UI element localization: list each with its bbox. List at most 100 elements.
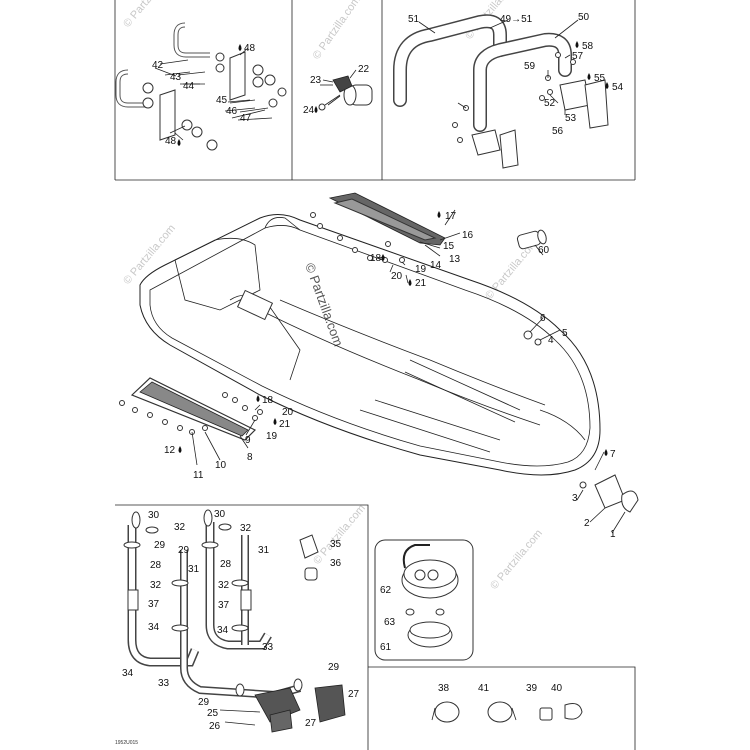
callout-62: 62 bbox=[380, 585, 392, 596]
callout-46: 46 bbox=[226, 106, 238, 117]
callout-45: 45 bbox=[216, 95, 228, 106]
drop-icon bbox=[605, 82, 609, 89]
callout-47: 47 bbox=[240, 113, 252, 124]
callout-13: 13 bbox=[449, 254, 461, 265]
drop-icon bbox=[587, 73, 591, 80]
callout-12: 12 bbox=[164, 445, 176, 456]
callout-1: 1 bbox=[610, 529, 616, 540]
drop-icon bbox=[408, 279, 412, 286]
drop-icon bbox=[177, 139, 181, 146]
callout-17: 17 bbox=[445, 211, 457, 222]
drop-icon bbox=[238, 44, 242, 51]
callout-3: 3 bbox=[572, 493, 578, 504]
callout-52: 52 bbox=[544, 98, 556, 109]
rear-grab-handle-assembly bbox=[393, 14, 609, 169]
callout-29b: 29 bbox=[178, 545, 190, 556]
watermark-text: © Partzilla.com bbox=[488, 527, 545, 591]
callout-37b: 37 bbox=[218, 600, 230, 611]
callout-8: 8 bbox=[247, 452, 253, 463]
callout-48: 48 bbox=[244, 43, 256, 54]
callout-29: 29 bbox=[154, 540, 166, 551]
callout-49-51: 49→51 bbox=[500, 14, 533, 25]
callout-30b: 30 bbox=[214, 509, 226, 520]
callout-39: 39 bbox=[526, 683, 538, 694]
callout-38: 38 bbox=[438, 683, 450, 694]
fuel-cap-assembly bbox=[374, 539, 474, 661]
callout-29c: 29 bbox=[328, 662, 340, 673]
callout-63: 63 bbox=[384, 617, 396, 628]
drop-icon bbox=[178, 446, 182, 453]
callout-labels: 42 43 44 45 46 47 48 48 22 23 24 51 49→5… bbox=[122, 12, 624, 732]
callout-27: 27 bbox=[348, 689, 360, 700]
callout-11: 11 bbox=[193, 470, 204, 481]
callout-2: 2 bbox=[584, 518, 590, 529]
callout-53: 53 bbox=[565, 113, 577, 124]
callout-26: 26 bbox=[209, 721, 221, 732]
callout-27b: 27 bbox=[305, 718, 317, 729]
callout-18b: 18 bbox=[262, 395, 274, 406]
callout-34c: 34 bbox=[122, 668, 134, 679]
panel-borders bbox=[114, 0, 636, 750]
callout-18: 18 bbox=[370, 253, 382, 264]
watermark-text: © Partzilla.com bbox=[121, 0, 178, 30]
callout-31: 31 bbox=[258, 545, 270, 556]
callout-55: 55 bbox=[594, 73, 606, 84]
callout-20b: 20 bbox=[282, 407, 294, 418]
callout-4: 4 bbox=[548, 335, 554, 346]
callout-31b: 31 bbox=[188, 564, 200, 575]
bow-eye-assembly bbox=[516, 229, 639, 513]
drop-icon bbox=[314, 106, 318, 113]
callout-14: 14 bbox=[430, 260, 442, 271]
callout-34b: 34 bbox=[217, 625, 229, 636]
watermark-text: © Partzilla.com bbox=[311, 0, 363, 62]
callout-58: 58 bbox=[582, 41, 594, 52]
reference-code: 1952U015 bbox=[115, 740, 139, 746]
drop-icon bbox=[256, 395, 260, 402]
drop-icon bbox=[575, 41, 579, 48]
callout-35: 35 bbox=[330, 539, 342, 550]
callout-48b: 48 bbox=[165, 136, 177, 147]
sealant-drop-markers bbox=[177, 41, 609, 456]
callout-5: 5 bbox=[562, 328, 568, 339]
callout-28: 28 bbox=[150, 560, 162, 571]
hull-body bbox=[139, 214, 601, 476]
callout-33: 33 bbox=[262, 642, 274, 653]
callout-59: 59 bbox=[524, 61, 536, 72]
callout-16: 16 bbox=[462, 230, 474, 241]
drop-icon bbox=[273, 418, 277, 425]
callout-42: 42 bbox=[152, 60, 164, 71]
callout-32c: 32 bbox=[150, 580, 162, 591]
drop-icon bbox=[437, 211, 441, 218]
callout-54: 54 bbox=[612, 82, 624, 93]
bilge-hose-assembly bbox=[123, 509, 346, 733]
callout-21: 21 bbox=[415, 278, 427, 289]
callout-21b: 21 bbox=[279, 419, 291, 430]
watermark-center: © Partzilla.com bbox=[302, 261, 346, 348]
callout-60: 60 bbox=[538, 245, 550, 256]
callout-25: 25 bbox=[207, 708, 219, 719]
callout-7: 7 bbox=[610, 449, 616, 460]
boarding-handle-assembly bbox=[115, 22, 287, 151]
callout-19b: 19 bbox=[266, 431, 278, 442]
callout-32b: 32 bbox=[240, 523, 252, 534]
callout-44: 44 bbox=[183, 81, 195, 92]
watermark-text: © Partzilla.com bbox=[121, 222, 178, 286]
callout-6: 6 bbox=[540, 313, 546, 324]
callout-51: 51 bbox=[408, 14, 420, 25]
callout-19: 19 bbox=[415, 264, 427, 275]
callout-10: 10 bbox=[215, 460, 227, 471]
callout-15: 15 bbox=[443, 241, 455, 252]
callout-32d: 32 bbox=[218, 580, 230, 591]
callout-29d: 29 bbox=[198, 697, 210, 708]
drop-icon bbox=[604, 449, 608, 456]
drain-plug-assembly bbox=[318, 75, 373, 111]
callout-30: 30 bbox=[148, 510, 160, 521]
callout-32: 32 bbox=[174, 522, 186, 533]
callout-34: 34 bbox=[148, 622, 160, 633]
callout-57: 57 bbox=[572, 51, 584, 62]
callout-41: 41 bbox=[478, 683, 490, 694]
callout-43: 43 bbox=[170, 72, 182, 83]
callout-9: 9 bbox=[245, 435, 251, 446]
